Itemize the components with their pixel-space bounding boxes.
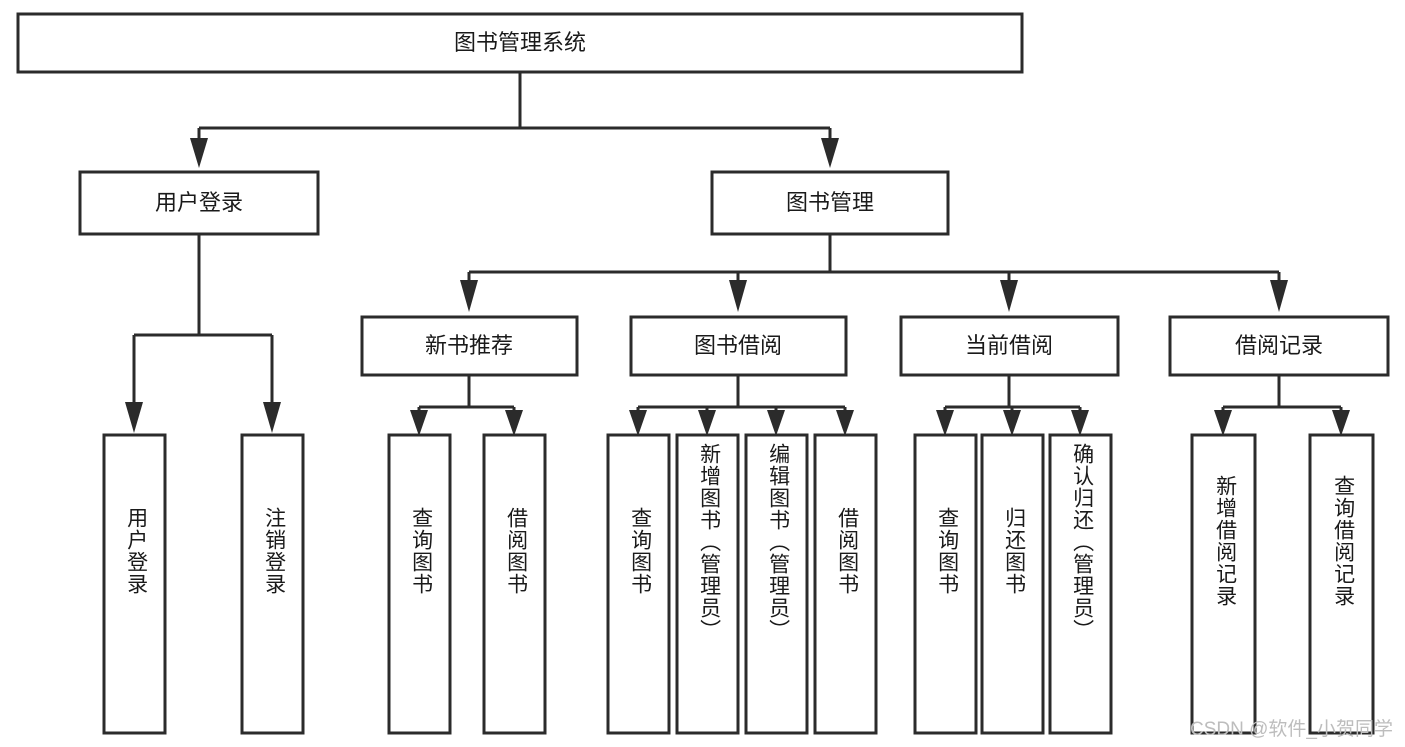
arrowhead-leaf-confirm-return bbox=[1071, 410, 1089, 436]
node-leaf-query-record-box[interactable] bbox=[1308, 433, 1375, 735]
node-leaf-add-record-box[interactable] bbox=[1190, 433, 1257, 735]
connector-group-book-borrow bbox=[629, 375, 854, 436]
arrowhead-leaf-user-logout bbox=[263, 402, 281, 433]
arrowhead-leaf-query-book-3 bbox=[936, 410, 954, 436]
node-root-label: 图书管理系统 bbox=[454, 30, 586, 55]
arrowhead-borrow-record bbox=[1270, 280, 1288, 312]
node-current-borrow-label: 当前借阅 bbox=[965, 333, 1053, 358]
node-leaf-borrow-book-2-box[interactable] bbox=[813, 433, 878, 735]
connector-group-borrow-record bbox=[1214, 375, 1350, 436]
node-book-borrow-box[interactable] bbox=[629, 315, 848, 377]
node-leaf-user-login-box[interactable] bbox=[102, 433, 167, 735]
node-book-manage-box[interactable] bbox=[710, 170, 950, 236]
node-leaf-return-book-box[interactable] bbox=[980, 433, 1045, 735]
connector-group-current-borrow bbox=[936, 375, 1089, 436]
node-root-box[interactable] bbox=[16, 12, 1024, 74]
arrowhead-leaf-query-book-1 bbox=[410, 410, 428, 436]
arrowhead-leaf-return-book bbox=[1003, 410, 1021, 436]
arrowhead-book-borrow bbox=[729, 280, 747, 312]
node-leaf-edit-book-box[interactable] bbox=[744, 433, 809, 735]
node-user-login-box[interactable] bbox=[78, 170, 320, 236]
node-borrow-record-label: 借阅记录 bbox=[1235, 333, 1323, 358]
node-leaf-query-book-1-box[interactable] bbox=[387, 433, 452, 735]
node-leaf-add-book-box[interactable] bbox=[675, 433, 740, 735]
arrowhead-leaf-query-record bbox=[1332, 410, 1350, 436]
node-leaf-confirm-return-box[interactable] bbox=[1048, 433, 1113, 735]
node-leaf-query-book-3-box[interactable] bbox=[913, 433, 978, 735]
connector-group-book-manage bbox=[460, 234, 1288, 312]
node-leaf-borrow-book-1-box[interactable] bbox=[482, 433, 547, 735]
arrowhead-current-borrow bbox=[1000, 280, 1018, 312]
node-current-borrow-box[interactable] bbox=[899, 315, 1120, 377]
arrowhead-leaf-borrow-book-1 bbox=[505, 410, 523, 436]
arrowhead-leaf-user-login bbox=[125, 402, 143, 433]
csdn-watermark: CSDN @软件_小贺同学 bbox=[1190, 719, 1393, 740]
arrowhead-leaf-borrow-book-2 bbox=[836, 410, 854, 436]
node-book-manage-label: 图书管理 bbox=[786, 190, 874, 215]
node-new-book-recommend-box[interactable] bbox=[360, 315, 579, 377]
node-user-login-label: 用户登录 bbox=[155, 190, 243, 215]
node-book-borrow-label: 图书借阅 bbox=[694, 333, 782, 358]
arrowhead-leaf-query-book-2 bbox=[629, 410, 647, 436]
arrowhead-new-book-recommend bbox=[460, 280, 478, 312]
arrowhead-leaf-edit-book bbox=[767, 410, 785, 436]
connector-group-new-book-recommend bbox=[410, 375, 523, 436]
node-leaf-user-logout-box[interactable] bbox=[240, 433, 305, 735]
connector-group-user-login bbox=[125, 234, 281, 433]
arrowhead-leaf-add-record bbox=[1214, 410, 1232, 436]
connector-group-root bbox=[190, 72, 839, 168]
arrowhead-bookmanage bbox=[821, 138, 839, 168]
arrowhead-leaf-add-book bbox=[698, 410, 716, 436]
node-new-book-recommend-label: 新书推荐 bbox=[425, 333, 513, 358]
node-leaf-query-book-2-box[interactable] bbox=[606, 433, 671, 735]
arrowhead-userlogin bbox=[190, 138, 208, 168]
node-borrow-record-box[interactable] bbox=[1168, 315, 1390, 377]
